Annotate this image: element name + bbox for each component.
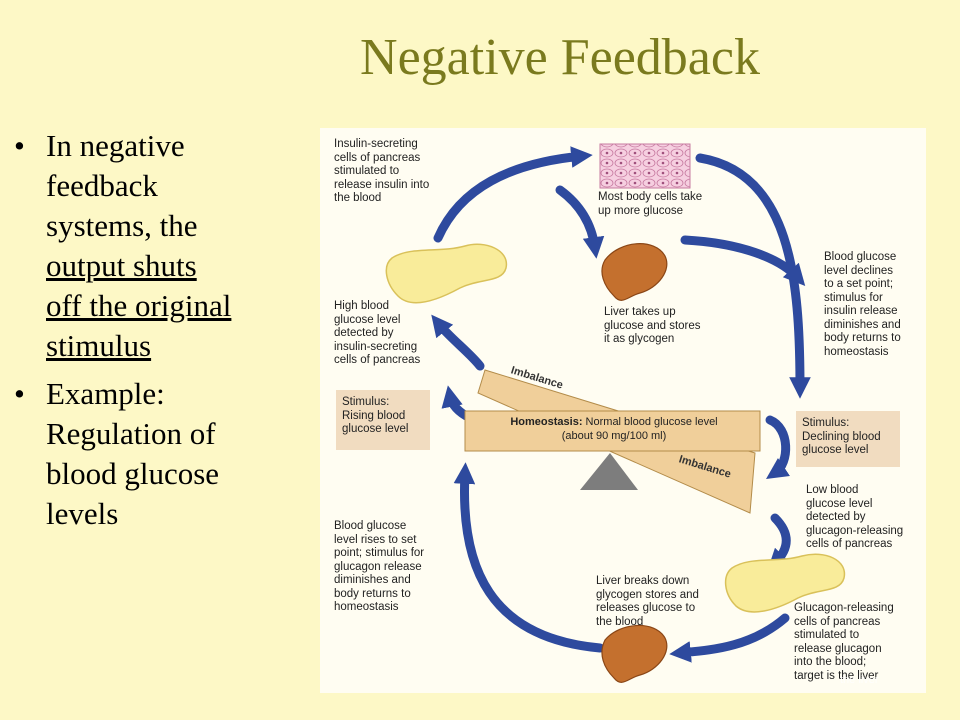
body-cells-image [599, 143, 691, 189]
pancreas-top-image [385, 243, 508, 304]
label-insulin-secreting: Insulin-secreting cells of pancreas stim… [334, 138, 430, 204]
arrow-liver-to-declines [680, 235, 806, 287]
arrow-up-to-high [431, 314, 485, 371]
arrow-rises [453, 462, 605, 653]
label-liver-breaks-down: Liver breaks down glycogen stores and re… [596, 575, 699, 628]
homeostasis-beam [464, 410, 761, 452]
homeostasis-text: Normal blood glucose level [582, 416, 718, 428]
liver-bottom-image [601, 624, 668, 683]
bullet-glyph: • [14, 376, 25, 411]
arrow-to-liver-bottom [669, 613, 790, 663]
label-glucose-rises: Blood glucose level rises to set point; … [334, 520, 425, 613]
arrow-to-glucagon [767, 513, 791, 571]
bullet-text: Example: Regulation of blood glucose lev… [46, 376, 220, 531]
pancreas-bottom-image [724, 553, 846, 613]
label-high-glucose-detected: High blood glucose level detected by ins… [334, 300, 421, 366]
bullet-underlined-text: output shuts off the original stimulus [46, 248, 232, 363]
glucose-regulation-diagram: Insulin-secreting cells of pancreas stim… [320, 128, 926, 693]
arrow-declines [695, 153, 811, 399]
arrow-to-body-cells [433, 146, 593, 243]
homeostasis-bold: Homeostasis: [510, 416, 583, 428]
bullet-item: • In negative feedback systems, the outp… [10, 126, 232, 366]
homeostasis-value: (about 90 mg/100 ml) [561, 430, 667, 442]
liver-top-image [601, 243, 668, 301]
label-glucose-declines: Blood glucose level declines to a set po… [824, 251, 901, 358]
watermark-text: the liver [840, 674, 879, 686]
label-body-cells: Most body cells take up more glucose [598, 191, 703, 217]
homeostasis-label: Homeostasis: Normal blood glucose level [470, 416, 758, 429]
bullet-text: In negative feedback systems, the [46, 128, 198, 243]
bullet-glyph: • [14, 128, 25, 163]
label-glucagon-releasing: Glucagon-releasing cells of pancreas sti… [794, 602, 894, 682]
arrow-to-liver-top [555, 185, 605, 259]
diagram-art [385, 143, 846, 683]
arrow-stimulus-declining [765, 415, 791, 480]
slide-title: Negative Feedback [360, 29, 760, 86]
label-low-glucose-detected: Low blood glucose level detected by gluc… [806, 484, 904, 550]
stimulus-declining-box: Stimulus: Declining blood glucose level [796, 411, 900, 467]
stimulus-rising-box: Stimulus: Rising blood glucose level [336, 390, 430, 450]
label-liver-stores: Liver takes up glucose and stores it as … [604, 306, 701, 345]
seesaw-fulcrum [580, 453, 638, 490]
bullet-item: • Example: Regulation of blood glucose l… [10, 374, 232, 534]
bullet-list: • In negative feedback systems, the outp… [10, 126, 232, 542]
